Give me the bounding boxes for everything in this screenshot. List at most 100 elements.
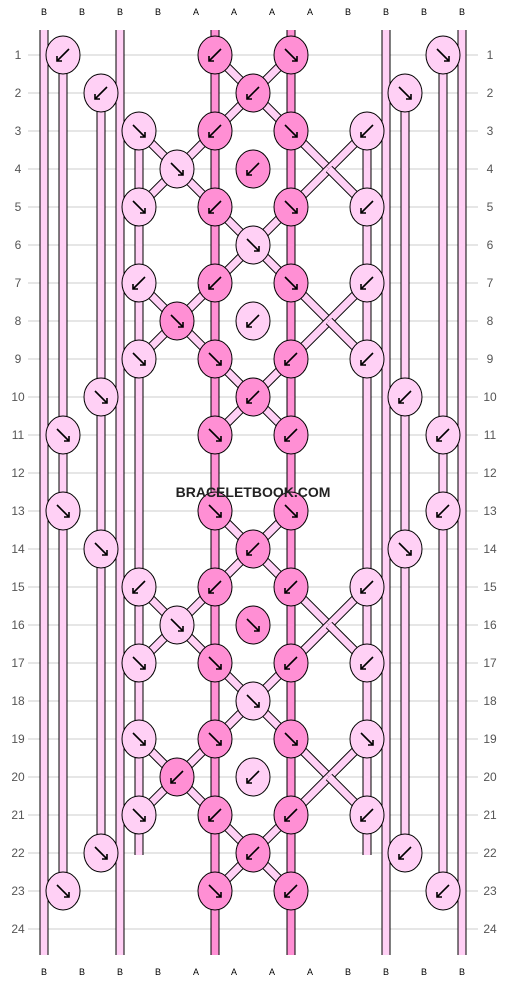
knot <box>197 415 233 455</box>
arrow-head <box>132 588 138 594</box>
knot <box>197 795 233 835</box>
top-strand-letter: B <box>421 7 427 17</box>
knot <box>121 111 157 151</box>
arrow-head <box>360 588 366 594</box>
row-label-left: 7 <box>15 276 22 290</box>
knot <box>349 643 385 683</box>
arrow-head <box>436 892 442 898</box>
arrow-down-right-icon <box>398 86 412 100</box>
arrow-head <box>360 664 366 670</box>
arrow-head <box>360 132 366 138</box>
knot <box>197 567 233 607</box>
knot <box>83 73 119 113</box>
arrow-down-left-icon <box>398 846 412 860</box>
top-strand-letter: A <box>231 7 237 17</box>
row-label-left: 15 <box>11 580 25 594</box>
arrow-head <box>216 892 222 898</box>
arrow-head <box>178 626 184 632</box>
arrow-down-right-icon <box>284 732 298 746</box>
row-label-right: 20 <box>483 770 497 784</box>
knot <box>45 871 81 911</box>
knot <box>235 757 271 797</box>
arrow-head <box>102 398 108 404</box>
knot <box>121 719 157 759</box>
arrow-down-right-icon <box>170 618 184 632</box>
arrow-head <box>140 740 146 746</box>
arrow-down-left-icon <box>132 580 146 594</box>
row-label-right: 2 <box>487 86 494 100</box>
top-strand-letter: B <box>383 7 389 17</box>
arrow-head <box>216 360 222 366</box>
knot <box>121 263 157 303</box>
knot <box>273 643 309 683</box>
top-strand-letter: A <box>193 7 199 17</box>
knot <box>273 719 309 759</box>
top-strand-letter: B <box>79 7 85 17</box>
row-label-left: 16 <box>11 618 25 632</box>
arrow-down-left-icon <box>246 314 260 328</box>
knot <box>197 643 233 683</box>
row-label-left: 14 <box>11 542 25 556</box>
arrow-head <box>208 588 214 594</box>
knot <box>83 529 119 569</box>
arrow-head <box>368 740 374 746</box>
arrow-down-left-icon <box>284 808 298 822</box>
arrow-down-right-icon <box>246 694 260 708</box>
knot <box>387 833 423 873</box>
arrow-down-left-icon <box>94 86 108 100</box>
arrow-head <box>102 550 108 556</box>
row-label-left: 5 <box>15 200 22 214</box>
arrow-head <box>208 208 214 214</box>
knot <box>197 187 233 227</box>
knot <box>235 681 271 721</box>
arrow-head <box>246 322 252 328</box>
row-label-right: 8 <box>487 314 494 328</box>
row-label-left: 23 <box>11 884 25 898</box>
arrow-head <box>284 816 290 822</box>
knot <box>235 833 271 873</box>
arrow-head <box>284 436 290 442</box>
top-strand-letter: A <box>269 7 275 17</box>
arrow-head <box>208 816 214 822</box>
arrow-down-right-icon <box>284 124 298 138</box>
knot <box>425 415 461 455</box>
row-label-right: 24 <box>483 922 497 936</box>
arrow-down-right-icon <box>56 428 70 442</box>
arrow-down-left-icon <box>208 276 222 290</box>
knot <box>121 187 157 227</box>
bottom-strand-letter: B <box>421 967 427 977</box>
bottom-strand-letter: B <box>345 967 351 977</box>
row-label-right: 18 <box>483 694 497 708</box>
arrow-head <box>132 284 138 290</box>
knot <box>45 35 81 75</box>
row-label-right: 6 <box>487 238 494 252</box>
knot <box>273 871 309 911</box>
knot <box>121 795 157 835</box>
arrow-down-left-icon <box>284 580 298 594</box>
arrow-down-left-icon <box>284 352 298 366</box>
knot <box>349 795 385 835</box>
arrow-down-left-icon <box>208 580 222 594</box>
arrow-down-left-icon <box>284 656 298 670</box>
knot <box>273 111 309 151</box>
top-strand-letter: B <box>155 7 161 17</box>
arrow-down-left-icon <box>360 124 374 138</box>
arrow-down-right-icon <box>132 200 146 214</box>
knot <box>83 833 119 873</box>
knot <box>197 491 233 531</box>
arrow-down-right-icon <box>284 276 298 290</box>
top-strand-letter: B <box>117 7 123 17</box>
knot <box>159 757 195 797</box>
row-label-right: 22 <box>483 846 497 860</box>
arrow-head <box>64 512 70 518</box>
row-label-left: 1 <box>15 48 22 62</box>
arrow-head <box>284 360 290 366</box>
row-label-right: 21 <box>483 808 497 822</box>
arrow-head <box>292 132 298 138</box>
row-label-right: 4 <box>487 162 494 176</box>
arrow-head <box>140 360 146 366</box>
knot <box>45 415 81 455</box>
knot <box>273 35 309 75</box>
row-label-right: 12 <box>483 466 497 480</box>
arrow-down-left-icon <box>132 276 146 290</box>
